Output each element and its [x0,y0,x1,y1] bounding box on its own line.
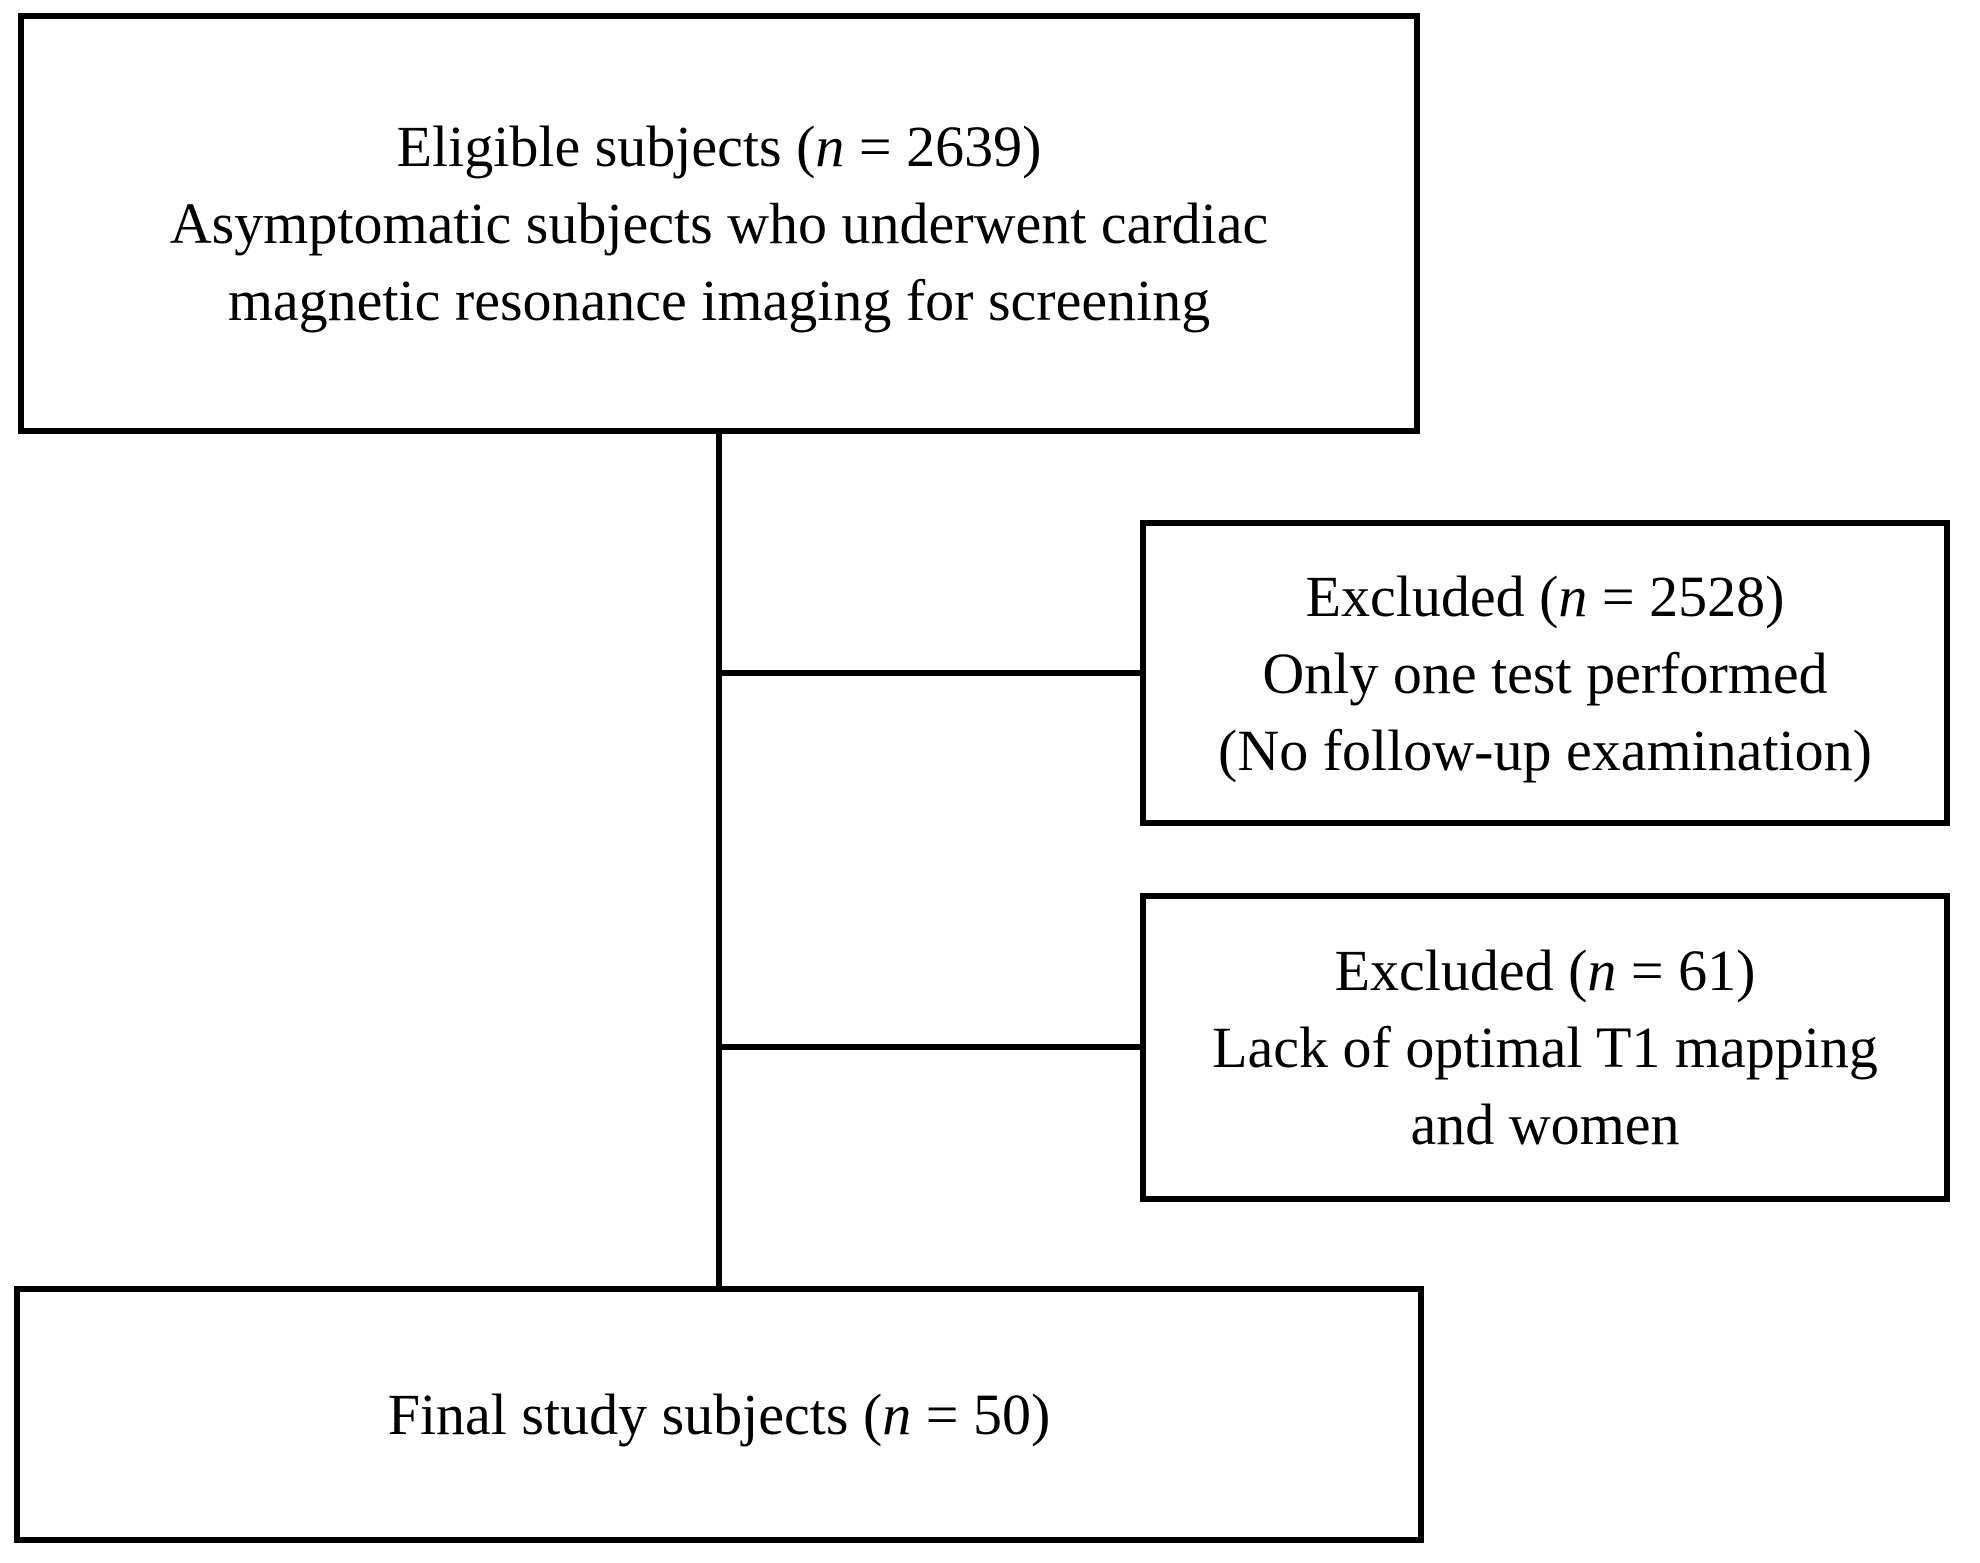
final-title-suffix: = 50) [911,1382,1051,1447]
excluded-1-title: Excluded (n = 2528) [1306,558,1785,635]
connector-to-excluded-1 [722,670,1140,676]
excluded-2-n-symbol: n [1587,938,1617,1003]
eligible-title-suffix: = 2639) [844,114,1042,179]
excluded-1-reason-line-1: Only one test performed [1262,640,1828,706]
final-n-symbol: n [882,1382,912,1447]
excluded-1-n-symbol: n [1558,563,1588,629]
excluded-2-title: Excluded (n = 61) [1335,932,1756,1009]
connector-to-excluded-2 [722,1044,1140,1050]
final-title-prefix: Final study subjects ( [387,1382,883,1447]
eligible-description-line-2: magnetic resonance imaging for screening [227,268,1211,333]
excluded-2-title-suffix: = 61) [1616,938,1756,1003]
eligible-description-line-1: Asymptomatic subjects who underwent card… [169,191,1269,256]
eligible-title-prefix: Eligible subjects ( [396,114,816,179]
eligible-subjects-box: Eligible subjects (n = 2639) Asymptomati… [18,13,1420,434]
eligible-title: Eligible subjects (n = 2639) [397,108,1042,185]
excluded-box-2: Excluded (n = 61) Lack of optimal T1 map… [1140,893,1950,1202]
excluded-1-title-prefix: Excluded ( [1305,563,1559,629]
connector-vertical-main [716,434,722,1286]
excluded-2-reason-line-2: and women [1410,1092,1680,1157]
excluded-2-reason-line-1: Lack of optimal T1 mapping [1212,1015,1878,1080]
excluded-2-title-prefix: Excluded ( [1334,938,1588,1003]
eligible-n-symbol: n [815,114,845,179]
final-title: Final study subjects (n = 50) [388,1376,1051,1453]
excluded-box-1: Excluded (n = 2528) Only one test perfor… [1140,520,1950,826]
excluded-1-reason-line-2: (No follow-up examination) [1218,717,1872,783]
final-study-box: Final study subjects (n = 50) [14,1286,1424,1543]
excluded-1-title-suffix: = 2528) [1587,563,1785,629]
